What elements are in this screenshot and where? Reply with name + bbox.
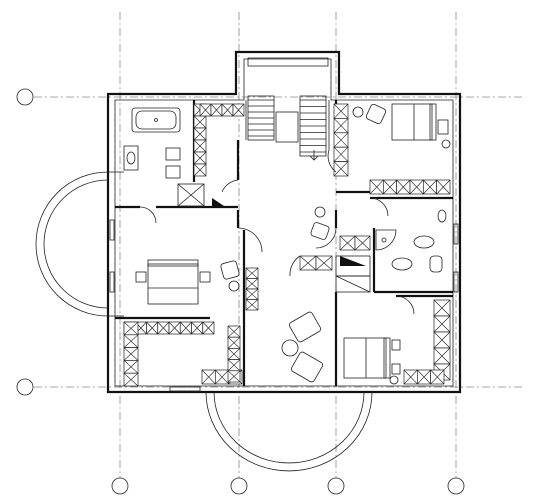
- sink-right-2: [391, 257, 413, 271]
- left-bay-inner-arc: [43, 179, 109, 309]
- wardrobe-right-mid-row: [369, 179, 451, 195]
- armchair-living-top: [288, 311, 322, 343]
- bathtub-drain-icon: [154, 118, 158, 122]
- grid-bubble-bottom-4: [447, 477, 465, 495]
- shower-tray-diag-1: [335, 275, 371, 293]
- stair-tower-cap: [247, 57, 329, 67]
- toilet-left: [165, 165, 181, 179]
- wardrobe-left-room-column: [123, 321, 139, 387]
- armchair-living-bottom: [290, 351, 324, 383]
- wardrobe-hall-left-column: [245, 267, 259, 311]
- window-bottom-left: [169, 386, 201, 392]
- shower-right-tray: [335, 275, 371, 293]
- shower-drain-icon: [381, 237, 387, 243]
- left-bay-window: [35, 171, 124, 317]
- nightstand-right-upper: [437, 119, 449, 135]
- sink-right: [413, 235, 435, 249]
- left-bathroom: [123, 107, 224, 207]
- wardrobes: [123, 103, 451, 387]
- grid-bubble-bottom-3: [327, 477, 345, 495]
- shower-corner-right: [375, 229, 397, 251]
- wardrobe-left-room-top: [123, 321, 215, 335]
- window-left-wall-upper: [109, 219, 115, 241]
- wardrobe-right-bath-row: [339, 235, 371, 251]
- left-bedroom: [135, 179, 240, 305]
- door-swing-hall-right: [315, 227, 337, 249]
- central-hall: [237, 149, 337, 277]
- grid-bubble-bottom-1: [111, 477, 129, 495]
- door-swing-hall-lower: [289, 255, 301, 277]
- bottom-bay-outer-arc: [205, 391, 373, 472]
- door-swing-hall-mid: [237, 227, 263, 253]
- bathtub: [131, 107, 181, 133]
- door-swing-right-lower: [395, 295, 415, 315]
- lamp-right-lower-icon: [389, 375, 399, 385]
- grid-bubble-bottom-2: [230, 477, 248, 495]
- sink-left-basin: [126, 151, 136, 165]
- grid-bubble-left-bottom: [16, 378, 34, 396]
- toilet-right: [429, 255, 443, 273]
- right-lower-bedroom: [343, 295, 415, 385]
- exterior-wall-outline: [106, 50, 462, 394]
- sink-left: [123, 145, 139, 171]
- grid-axes: [16, 12, 522, 495]
- armchair-right-upper: [365, 103, 387, 125]
- bottom-bay-inner-arc: [213, 391, 365, 464]
- living-area: [281, 311, 324, 383]
- window-marks: [109, 219, 459, 392]
- nightstand-left-a: [135, 271, 147, 283]
- shower-left: [177, 183, 205, 207]
- bed-right-upper-headboard: [429, 103, 437, 141]
- coffee-table-icon: [281, 339, 299, 357]
- bidet-right: [437, 209, 447, 223]
- wardrobe-left-room-right: [227, 325, 241, 383]
- right-upper-bedroom: [352, 103, 451, 217]
- bathtub-inner: [135, 110, 177, 130]
- wardrobe-top-left-row: [199, 103, 245, 117]
- shower-left-diag-2: [177, 183, 205, 207]
- shower-right-fill: [340, 256, 366, 266]
- door-swing-hall-top: [327, 149, 337, 173]
- bed-left: [147, 263, 199, 305]
- shower-left-corner-fill: [212, 198, 224, 206]
- lamp-right-upper-icon: [352, 106, 364, 118]
- bed-left-headboard: [147, 259, 199, 267]
- door-swing-corridor-left: [221, 179, 239, 193]
- wardrobe-center-right-column: [333, 103, 349, 177]
- armchair-hall: [310, 222, 330, 240]
- window-left-wall-lower: [109, 271, 115, 293]
- right-bathroom: [335, 209, 447, 293]
- bidet-left: [165, 147, 181, 161]
- door-swing-right-upper: [369, 197, 389, 217]
- stair-arrow-icon: [309, 150, 319, 161]
- bottom-bay-window: [205, 391, 373, 472]
- exterior-walls: [106, 50, 462, 394]
- nightstand-left-b: [199, 271, 211, 283]
- lamp-hall-icon: [314, 206, 326, 218]
- wardrobe-right-lower-bottom: [403, 369, 445, 385]
- window-right-wall-upper: [453, 223, 459, 245]
- grid-bubble-left-top: [16, 88, 34, 106]
- nightstand-right-lower-b: [391, 363, 401, 375]
- wardrobe-right-lower-column: [433, 299, 451, 381]
- bed-right-upper: [391, 103, 433, 141]
- lamp-right-upper-icon-2: [441, 139, 451, 149]
- lamp-left-icon: [228, 280, 240, 292]
- door-swing-left-room: [139, 206, 157, 224]
- stair-treads: [248, 99, 326, 153]
- armchair-left: [220, 260, 240, 280]
- bed-right-lower: [343, 337, 387, 379]
- wardrobe-hall-center: [299, 255, 333, 271]
- nightstand-right-lower-a: [391, 339, 401, 351]
- window-right-wall-lower: [453, 271, 459, 293]
- staircase: [247, 95, 327, 161]
- left-bay-outer-arc: [35, 171, 109, 317]
- stair-landing: [275, 111, 299, 143]
- exterior-wall-inner-line: [114, 58, 454, 387]
- bed-right-lower-headboard: [383, 337, 391, 379]
